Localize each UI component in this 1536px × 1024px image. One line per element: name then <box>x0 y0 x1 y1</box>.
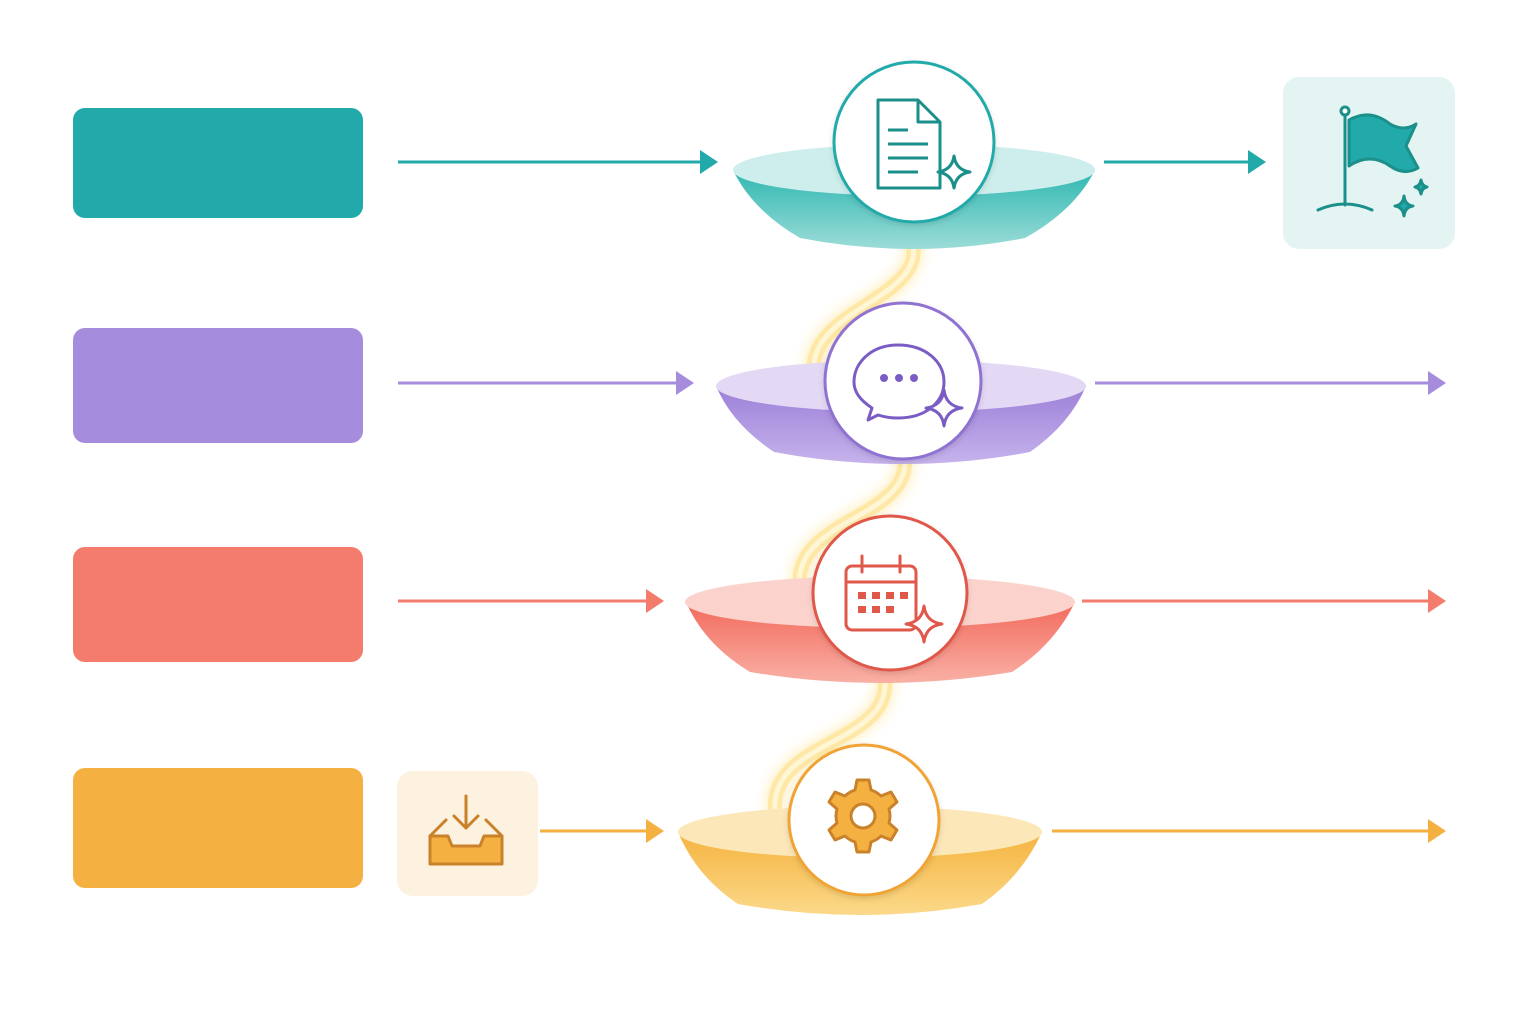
glow-connector <box>767 233 921 817</box>
arrow-head-icon <box>1428 589 1446 613</box>
document-sparkle-icon <box>876 98 972 190</box>
flag-tile <box>1283 77 1455 249</box>
row-teal <box>398 60 1429 249</box>
chat-bubbles-sparkle-icon <box>852 343 964 428</box>
inbox-download-icon <box>428 794 504 866</box>
stage-label-block-amber <box>73 768 363 888</box>
row-purple <box>398 301 1446 464</box>
stage-label-block-teal <box>73 108 363 218</box>
arrow-head-icon <box>646 819 664 843</box>
inbox-tile <box>397 771 538 896</box>
arrow-head-icon <box>676 371 694 395</box>
row-amber <box>428 743 1446 915</box>
hub-circle <box>823 301 983 461</box>
hub-circle <box>832 60 996 224</box>
arrow-head-icon <box>1248 150 1266 174</box>
gear-icon <box>827 778 899 854</box>
stage-label-block-coral <box>73 547 363 662</box>
arrow-head-icon <box>1428 819 1446 843</box>
arrow-head-icon <box>1428 371 1446 395</box>
calendar-sparkle-icon <box>844 554 944 644</box>
row-coral <box>398 514 1446 683</box>
stage-label-block-purple <box>73 328 363 443</box>
arrow-head-icon <box>700 150 718 174</box>
arrow-head-icon <box>646 589 664 613</box>
flag-sparkle-icon <box>1316 105 1429 218</box>
